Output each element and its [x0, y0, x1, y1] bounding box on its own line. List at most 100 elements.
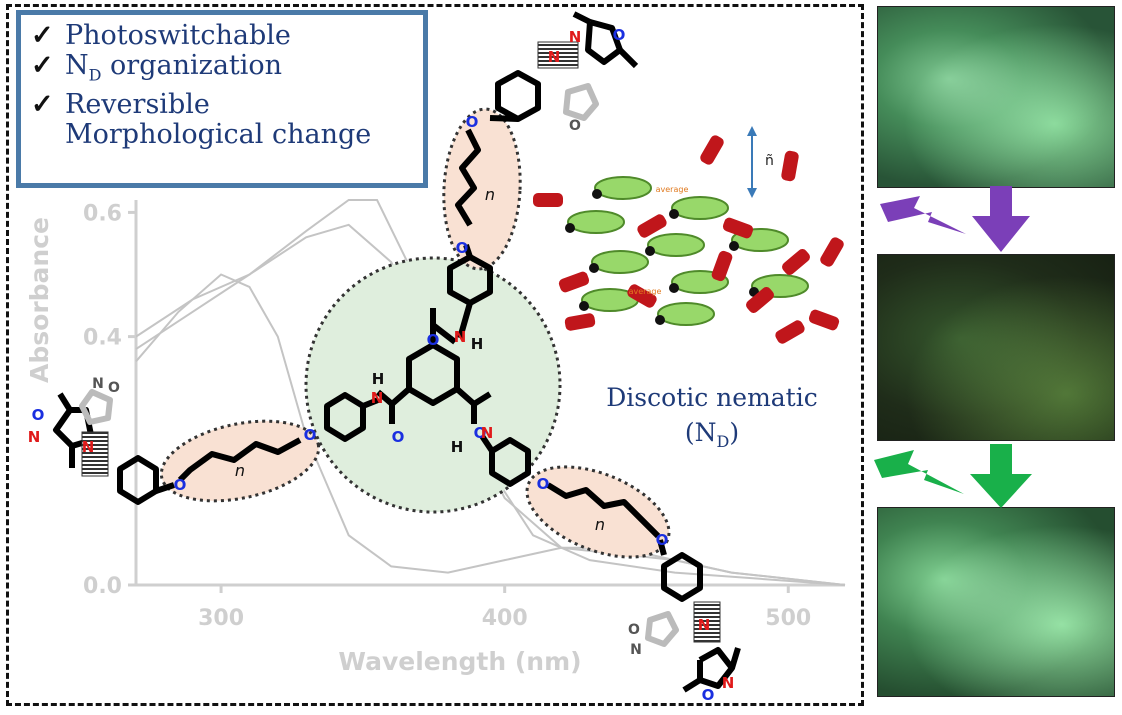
atom-n-3: N: [481, 424, 494, 442]
atom-o-left-outer: O: [174, 476, 187, 494]
feature-item-2: ✓ ND organization: [31, 51, 413, 90]
discotic-core: [671, 196, 729, 220]
linker-node: [669, 283, 679, 293]
atom-o-switch-right: O: [702, 686, 715, 704]
checkmark-icon: ✓: [31, 50, 54, 81]
bridge-right: [693, 601, 721, 643]
atom-o-left-inner: O: [304, 426, 317, 444]
atom-o-switch-left: O: [32, 406, 45, 424]
chain-region-top: [442, 107, 522, 271]
phenyl-left-distal: [117, 455, 159, 505]
linker-node: [592, 189, 602, 199]
azo-rod: [627, 284, 657, 308]
atom-o-top-outer: O: [466, 113, 479, 131]
absorbance-chart: 300 400 500 0.0 0.4 0.6 Wavelength (nm) Absor…: [25, 11, 846, 704]
atom-n-switch-left-2: N: [28, 428, 41, 446]
atom-h-1: H: [471, 335, 484, 353]
feature-subscript: D: [88, 65, 102, 85]
vis-down-arrow: [970, 444, 1032, 508]
x-tick-label: 300: [198, 606, 244, 631]
x-tick-label: 500: [765, 606, 811, 631]
azo-rod: [808, 309, 840, 331]
atom-h-2: H: [372, 370, 385, 388]
discotic-core: [591, 250, 649, 274]
discotic-core: [657, 302, 715, 326]
linker-node: [655, 315, 665, 325]
phase-label-line1: Discotic nematic: [606, 383, 818, 412]
chain-n-top: n: [485, 185, 495, 204]
average-spacing-label: average: [656, 185, 689, 194]
y-axis-label: Absorbance: [25, 217, 54, 383]
azo-rod: [820, 237, 844, 267]
feature-item-3: ✓ Reversible Morphological change: [31, 90, 413, 150]
director-label: ñ: [765, 153, 774, 169]
bridge-left: [81, 431, 109, 477]
chain-region-right: [525, 465, 671, 559]
discotic-core: [594, 176, 652, 200]
atom-o-carbonyl-1: O: [427, 331, 440, 349]
atom-n-1: N: [454, 328, 467, 346]
molecule: O O O O O O O O O N N N H H H N N O N N: [28, 11, 741, 704]
azo-rod: [722, 217, 754, 239]
atom-o-right-inner: O: [537, 475, 550, 493]
atom-n-switch-right-2: N: [722, 674, 735, 692]
micrograph-irradiated: [877, 254, 1115, 441]
linker-node: [645, 246, 655, 256]
feature-text-suffix: organization: [101, 50, 283, 81]
feature-text: Reversible Morphological change: [65, 89, 372, 151]
atom-n-ghost-right: N: [630, 642, 642, 658]
phase-label: Discotic nematic (ND): [592, 383, 832, 451]
phenyl-top-distal: [495, 70, 541, 122]
discotic-core: [567, 210, 625, 234]
switch-arrows: [874, 186, 1032, 508]
atom-o-carbonyl-2: O: [392, 428, 405, 446]
feature-item-1: ✓ Photoswitchable: [31, 21, 413, 51]
x-tick-label: 400: [482, 606, 528, 631]
phase-label-suffix: ): [729, 418, 740, 447]
x-axis-label: Wavelength (nm): [338, 647, 581, 676]
isomer-ghosts: [79, 83, 679, 647]
phenyl-right-distal: [661, 552, 703, 602]
linker-node: [669, 209, 679, 219]
benzene-core: [406, 342, 460, 406]
atom-n-switch-left-1: N: [82, 438, 95, 456]
atom-o-switch-top: O: [613, 26, 626, 44]
y-tick-label: 0.0: [83, 574, 122, 599]
vis-lightning-icon: [874, 450, 964, 494]
atom-o-ghost-top: O: [569, 118, 581, 134]
y-tick-label: 0.6: [83, 201, 122, 226]
azo-rod: [775, 320, 805, 344]
azo-rod: [564, 313, 596, 331]
phase-label-prefix: (N: [684, 418, 717, 447]
atom-o-carbonyl-3: O: [474, 424, 487, 442]
chain-n-left: n: [235, 461, 245, 480]
linker-node: [729, 241, 739, 251]
chain-n-right: n: [595, 515, 605, 534]
linker-node: [589, 263, 599, 273]
micrograph-recovered: [877, 507, 1115, 697]
bridge-top: [537, 41, 579, 69]
atom-n-switch-top-1: N: [548, 48, 561, 66]
atom-o-ghost-left: O: [108, 380, 120, 396]
atom-h-3: H: [451, 438, 464, 456]
checkmark-icon: ✓: [31, 20, 54, 51]
linker-node: [579, 301, 589, 311]
y-tick-label: 0.4: [83, 326, 122, 351]
micrograph-initial: [877, 6, 1115, 188]
azo-rod: [711, 250, 733, 282]
phase-label-subscript: D: [716, 432, 730, 451]
atom-o-right-outer: O: [656, 531, 669, 549]
azo-rod: [746, 287, 774, 313]
azo-rod: [781, 150, 799, 182]
chain-region-left: [159, 419, 321, 503]
atom-n-2: N: [371, 389, 384, 407]
linker-node: [565, 223, 575, 233]
azo-rod: [558, 271, 590, 293]
uv-down-arrow: [972, 186, 1030, 252]
features-box: ✓ Photoswitchable ✓ ND organization ✓ Re…: [16, 10, 428, 188]
azo-rod: [533, 193, 563, 207]
atom-o-top-inner: O: [456, 239, 469, 257]
atom-n-switch-right-1: N: [698, 616, 711, 634]
discotic-core: [647, 233, 705, 257]
